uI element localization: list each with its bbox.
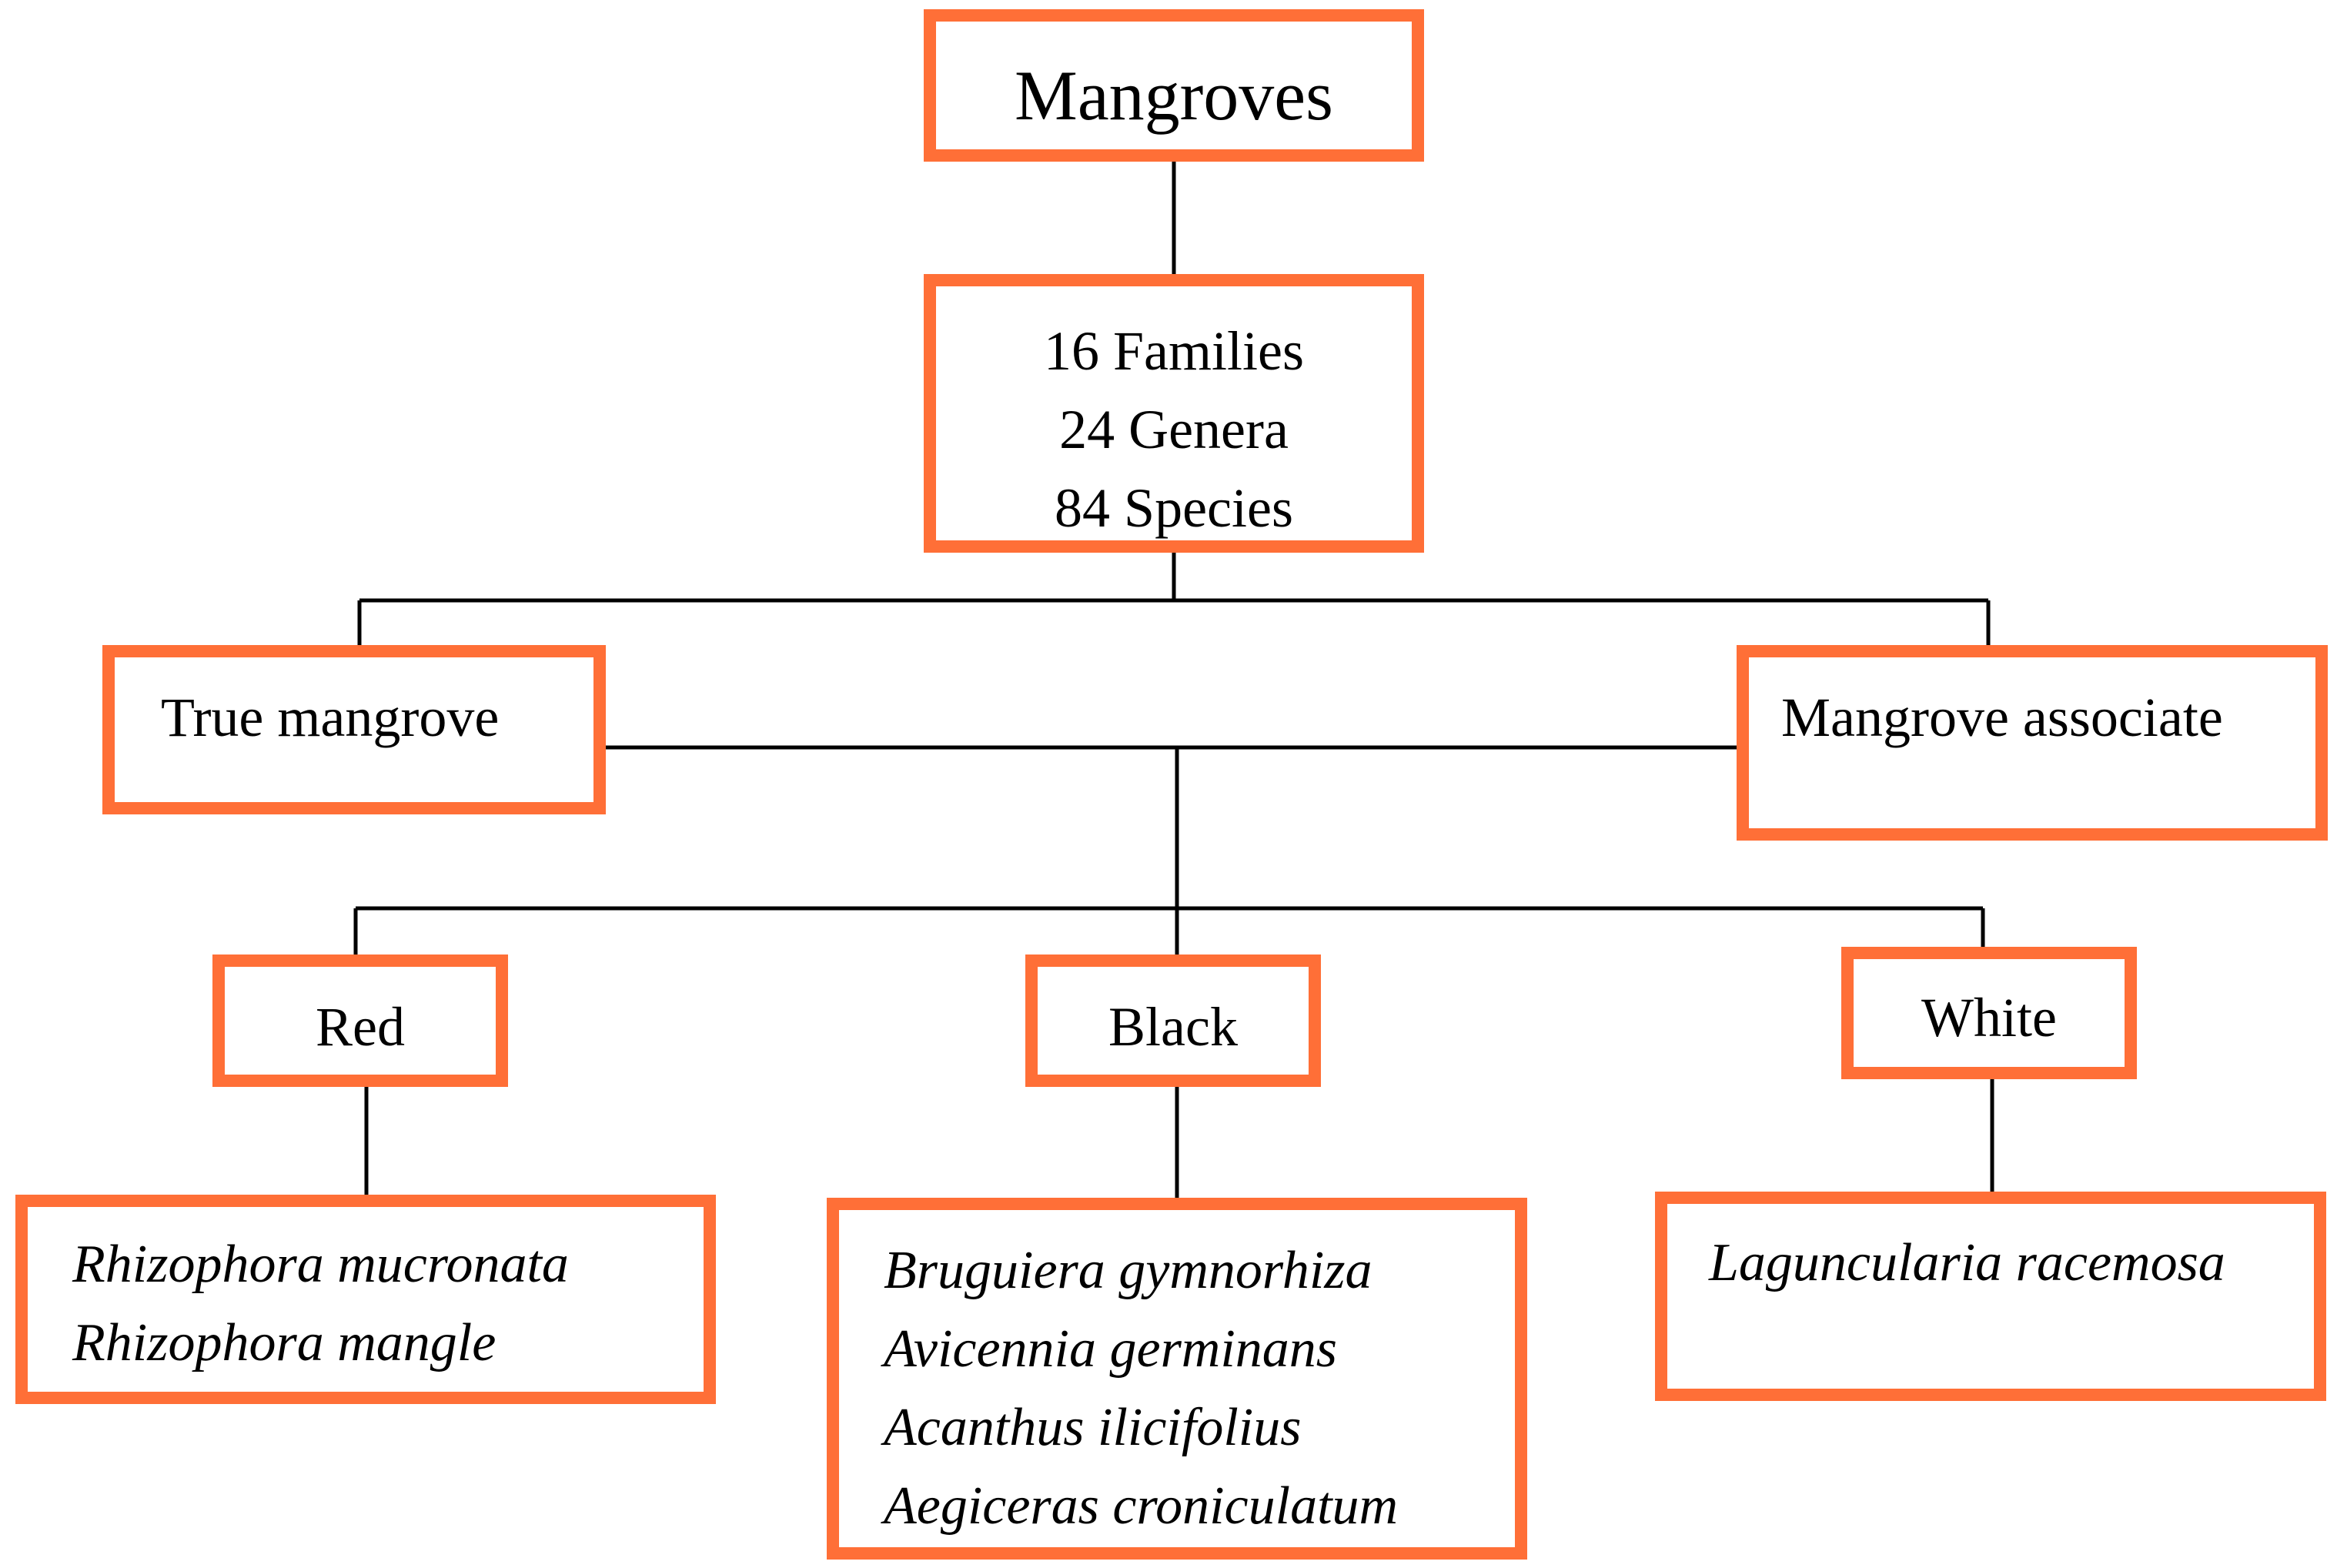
node-black: Black — [1025, 955, 1321, 1087]
node-white: White — [1841, 947, 2137, 1079]
node-mangroves: Mangroves — [924, 9, 1424, 162]
species-black-2: Avicennia germinans — [884, 1319, 1338, 1379]
node-red-species: Rhizophora mucronata Rhizophora mangle — [15, 1195, 716, 1404]
stat-families: 16 Families — [1044, 320, 1304, 382]
species-black-1: Bruguiera gymnorhiza — [884, 1241, 1372, 1300]
node-mangrove-associate: Mangrove associate — [1737, 645, 2328, 841]
species-white-1: Laguncularia racemosa — [1709, 1233, 2225, 1292]
node-black-species: Bruguiera gymnorhiza Avicennia germinans… — [827, 1198, 1527, 1560]
species-black-3: Acanthus ilicifolius — [884, 1398, 1302, 1457]
node-white-label: White — [1921, 987, 2057, 1048]
stat-species: 84 Species — [1055, 477, 1293, 539]
node-mangroves-label: Mangroves — [1015, 56, 1333, 135]
node-taxonomy-counts: 16 Families 24 Genera 84 Species — [924, 274, 1424, 553]
node-mangrove-associate-label: Mangrove associate — [1781, 687, 2223, 748]
species-red-1: Rhizophora mucronata — [72, 1235, 569, 1294]
node-red: Red — [212, 955, 508, 1087]
node-red-label: Red — [316, 996, 405, 1058]
node-white-species: Laguncularia racemosa — [1655, 1192, 2326, 1401]
stat-genera: 24 Genera — [1059, 399, 1289, 460]
node-black-label: Black — [1108, 996, 1238, 1058]
node-true-mangrove: True mangrove — [102, 645, 606, 814]
species-black-4: Aegiceras croniculatum — [884, 1476, 1399, 1536]
node-true-mangrove-label: True mangrove — [161, 687, 500, 748]
species-red-2: Rhizophora mangle — [72, 1313, 496, 1372]
